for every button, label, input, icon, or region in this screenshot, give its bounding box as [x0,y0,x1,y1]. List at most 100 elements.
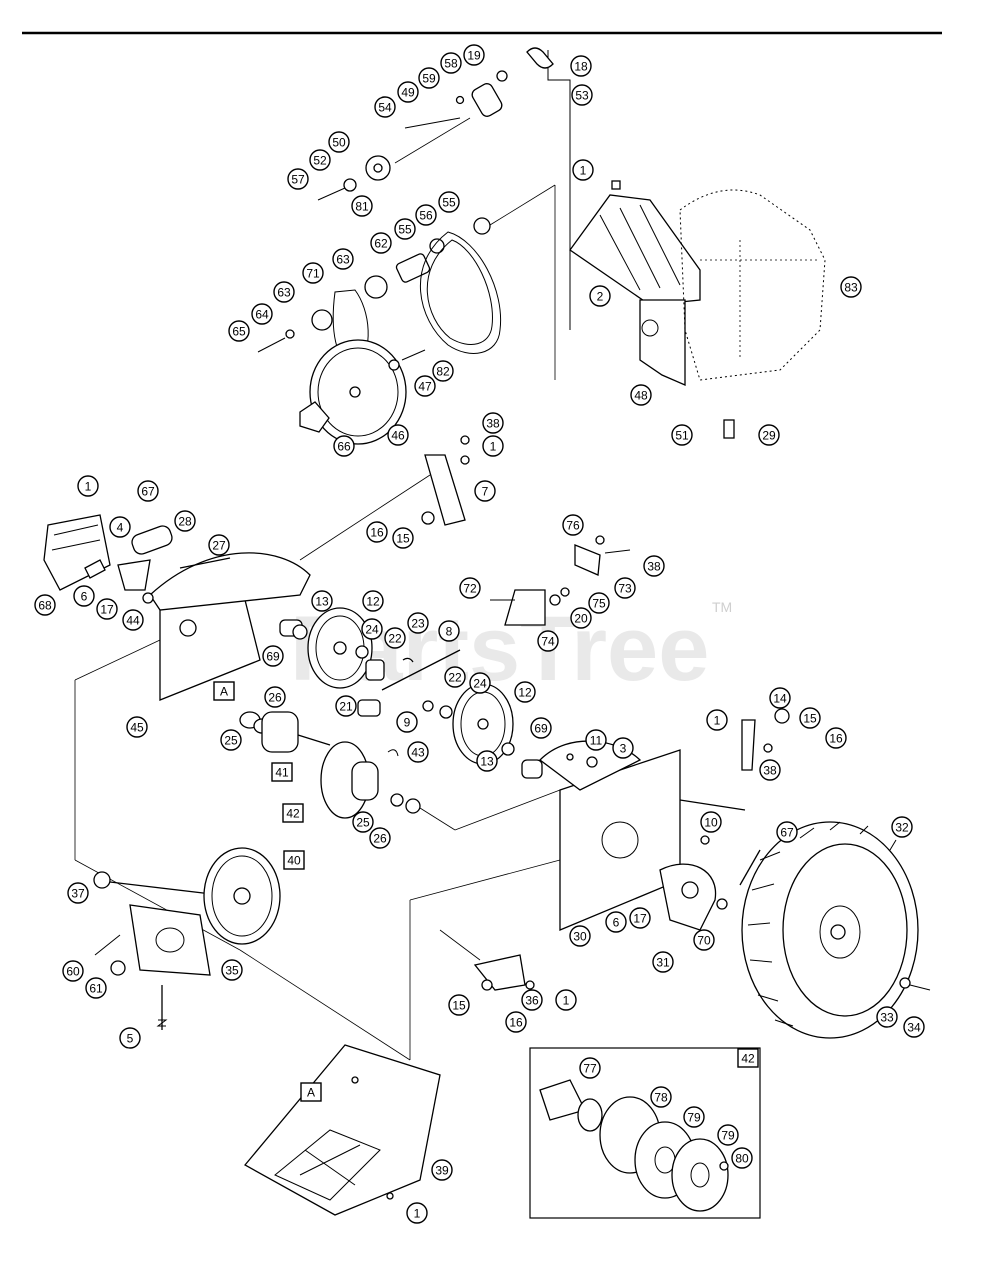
callout-number: 63 [332,248,354,270]
callout-number: 6 [73,585,95,607]
callout-label: 63 [277,286,291,300]
callout-number: 6 [605,911,627,933]
callout-number: 48 [630,384,652,406]
callout-label: 46 [391,429,405,443]
callout-number: 43 [407,741,429,763]
callout-label: 15 [452,999,466,1013]
callout-label: 54 [378,101,392,115]
callout-number: 63 [273,281,295,303]
callout-label: 21 [339,700,353,714]
bracket [299,435,470,561]
callout-frame [300,1082,322,1102]
callout-ring [758,424,780,446]
callout-number: 29 [758,424,780,446]
callout-ring [731,1147,753,1169]
callout-label: 75 [592,597,606,611]
callout-number: 15 [448,994,470,1016]
callout-number: 50 [328,131,350,153]
callout-number: 17 [96,598,118,620]
callout-number: 27 [208,534,230,556]
callout-ring [605,911,627,933]
callout-ring [521,989,543,1011]
callout-number: 24 [469,672,491,694]
callout-ring [570,55,592,77]
callout-label: 16 [370,526,384,540]
callout-ring [469,672,491,694]
callout-label: 11 [590,734,603,748]
callout-label: 58 [444,57,458,71]
callout-ring [351,195,373,217]
callout-label: 13 [480,755,494,769]
callout-label: 16 [509,1016,523,1030]
callout-label: 28 [178,515,192,529]
callout-ring [759,759,781,781]
callout-number: 12 [362,590,384,612]
callout-ring [432,360,454,382]
callout-ring [799,707,821,729]
callout-ring [406,1202,428,1224]
callout-label: 25 [224,734,238,748]
callout-ring [287,168,309,190]
callout-number: 82 [432,360,454,382]
callout-ring [418,67,440,89]
callout-label: 53 [575,89,589,103]
callout-number: 77 [579,1057,601,1079]
callout-number: 75 [588,592,610,614]
callout-label: 14 [773,692,787,706]
callout-box-label: 42 [282,803,304,823]
callout-number: 18 [570,55,592,77]
callout-number: 31 [652,951,674,973]
callout-label: 22 [388,632,402,646]
callout-label: 50 [332,136,346,150]
callout-label: 71 [306,267,320,281]
callout-label: 82 [436,365,450,379]
callout-label: 23 [411,617,425,631]
callout-label: 56 [419,209,433,223]
callout-ring [414,375,436,397]
callout-ring [396,711,418,733]
callout-label: 73 [618,582,632,596]
callout-ring [352,811,374,833]
callout-ring [717,1124,739,1146]
callout-number: 69 [530,717,552,739]
callout-ring [579,1057,601,1079]
callout-label: 24 [365,623,379,637]
callout-label: 17 [633,912,647,926]
callout-label: 39 [435,1164,449,1178]
callout-label: 6 [613,916,620,930]
callout-number: 16 [366,521,388,543]
callout-ring [585,729,607,751]
callout-label: 70 [697,934,711,948]
drive-wheel [741,821,931,1039]
callout-ring [333,435,355,457]
callout-number: 79 [683,1106,705,1128]
callout-label: 15 [803,712,817,726]
callout-ring [840,276,862,298]
callout-label: 26 [373,832,387,846]
callout-number: 44 [122,609,144,631]
callout-label: 59 [422,72,436,86]
belt-cover [569,180,701,386]
callout-ring [693,929,715,951]
callout-ring [891,816,913,838]
callout-number: 33 [876,1006,898,1028]
callout-ring [62,960,84,982]
callout-ring [369,827,391,849]
callout-ring [474,480,496,502]
callout-number: 67 [776,821,798,843]
callout-number: 62 [370,232,392,254]
right-frame-housing [409,708,790,1060]
callout-ring [903,1016,925,1038]
callout-label: 24 [473,677,487,691]
callout-ring [264,686,286,708]
callout-number: 26 [369,827,391,849]
callout-label: 1 [714,714,721,728]
callout-label: 31 [656,956,670,970]
callout-number: 12 [514,681,536,703]
callout-label: 65 [232,325,246,339]
callout-number: 4 [109,516,131,538]
callout-number: 60 [62,960,84,982]
callout-label: 64 [255,308,269,322]
callout-label: 74 [541,635,555,649]
callout-ring [650,1086,672,1108]
